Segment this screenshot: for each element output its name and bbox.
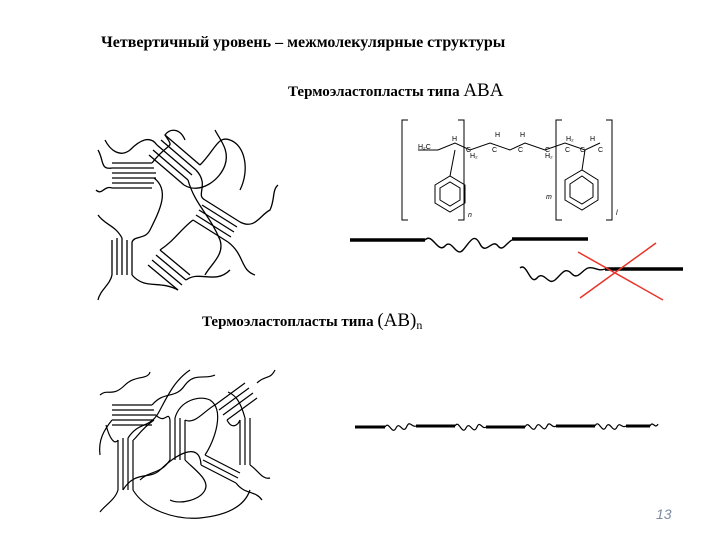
chemical-formula [401, 119, 613, 221]
abn-domain-structure [99, 369, 276, 519]
domain-block [112, 162, 156, 189]
slide-title: Четвертичный уровень – межмолекулярные с… [101, 34, 506, 51]
formula-atom: C [492, 147, 497, 154]
domain-block [148, 134, 201, 186]
domain-block [192, 199, 241, 243]
abn-heading-subscript: n [416, 318, 423, 332]
formula-atom: C [580, 147, 585, 154]
domain-block [214, 382, 258, 421]
aba-chain-schematic [350, 237, 683, 283]
domain-block [147, 249, 191, 291]
formula-repeat-l: l [616, 210, 618, 217]
domain-block [111, 238, 133, 275]
domain-block [112, 404, 156, 426]
formula-atom: C [466, 147, 471, 154]
domain-block [169, 418, 186, 460]
domain-block [200, 454, 241, 484]
abn-chain-schematic [355, 423, 659, 431]
domain-block [117, 438, 134, 490]
formula-atom: H₂ [470, 153, 478, 160]
abn-heading-type: (AB) [377, 310, 417, 331]
abn-heading-prefix: Термоэластопласты типа [202, 314, 378, 330]
formula-atom: H₂ [566, 136, 574, 143]
formula-atom: C [518, 147, 523, 154]
formula-atom: H [590, 136, 595, 143]
formula-atom: H [520, 132, 525, 139]
aba-heading: Термоэластопласты типа ABA [288, 80, 503, 102]
formula-atom: H₂ [545, 153, 553, 160]
aba-heading-prefix: Термоэластопласты типа [288, 84, 464, 100]
formula-atom: C [565, 147, 570, 154]
formula-atom: C [545, 147, 550, 154]
domain-block [239, 418, 251, 465]
crossed-out-mark [577, 242, 664, 301]
formula-atom: H [495, 132, 500, 139]
abn-heading: Термоэластопласты типа (AB)n [202, 310, 422, 333]
formula-atom: H₂C [418, 144, 431, 151]
formula-atom: C [598, 147, 603, 154]
formula-labels: H₂C H C H C C H₂ H C C H₂ H₂ C H C n m l [418, 132, 618, 219]
formula-repeat-n: n [468, 212, 472, 219]
formula-atom: H [452, 136, 457, 143]
aba-heading-type: ABA [463, 80, 504, 101]
aba-domain-structure [95, 129, 279, 301]
formula-repeat-m: m [546, 194, 552, 201]
page-number: 13 [656, 506, 672, 522]
